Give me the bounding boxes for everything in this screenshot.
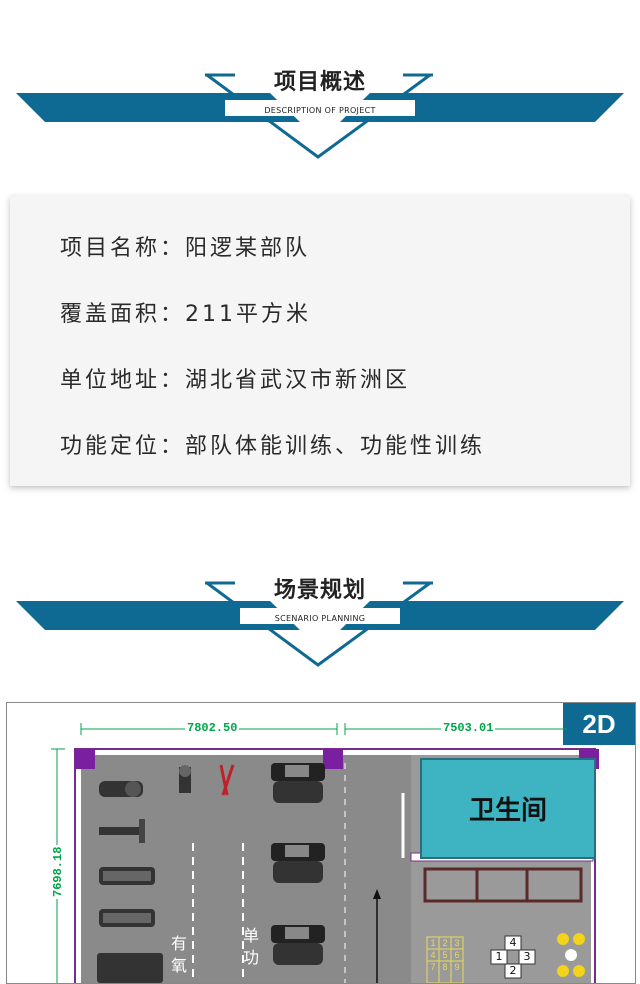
grid-number: 3 — [454, 938, 460, 948]
banner-left-bar — [16, 601, 300, 630]
rowing-machine-icon — [99, 781, 143, 797]
strength-machine-icon — [271, 925, 325, 965]
row-value: 阳逻某部队 — [185, 236, 311, 261]
planning-subtitle: SCENARIO PLANNING — [274, 614, 366, 623]
banner-graphic — [16, 73, 624, 159]
overview-banner: 项目概述 DESCRIPTION OF PROJECT — [0, 62, 640, 172]
jump-number: 2 — [509, 964, 517, 977]
bike-icon — [179, 765, 191, 793]
grid-number: 1 — [430, 938, 436, 948]
dimension-label-height: 7698.18 — [51, 844, 65, 899]
jump-number: 1 — [495, 950, 503, 963]
dimension-label-left: 7802.50 — [185, 721, 240, 735]
overview-subtitle: DESCRIPTION OF PROJECT — [264, 106, 376, 115]
view-2d-badge[interactable]: 2D — [563, 703, 635, 745]
grid-number: 8 — [442, 962, 448, 972]
row-value: 湖北省武汉市新洲区 — [185, 368, 411, 393]
dimension-label-right: 7503.01 — [441, 721, 496, 735]
overview-title: 项目概述 — [273, 70, 366, 95]
strength-machine-icon — [271, 763, 325, 803]
project-area-row: 覆盖面积：211平方米 — [60, 296, 311, 328]
grid-number: 6 — [454, 950, 460, 960]
single-function-zone-label: 单功 — [243, 926, 260, 967]
grid-number: 4 — [430, 950, 436, 960]
banner-graphic — [16, 581, 624, 667]
jump-grid — [490, 935, 536, 979]
floor-plan-2d: 2D — [6, 702, 636, 984]
banner-right-bar — [340, 601, 624, 630]
grid-number: 9 — [454, 962, 460, 972]
column — [323, 749, 343, 769]
restroom-room: 卫生间 — [420, 758, 596, 859]
planning-title: 场景规划 — [273, 578, 366, 603]
row-label: 覆盖面积： — [60, 302, 186, 327]
project-name-row: 项目名称：阳逻某部队 — [60, 230, 310, 262]
power-rack-icon — [423, 867, 583, 903]
treadmill-icon — [97, 953, 163, 983]
hopscotch-grid — [426, 936, 464, 983]
floor-plan-drawing — [51, 723, 599, 983]
elliptical-icon — [99, 819, 145, 843]
treadmill-icon — [99, 867, 155, 885]
grid-number: 2 — [442, 938, 448, 948]
row-label: 功能定位： — [60, 434, 186, 459]
grid-number: 5 — [442, 950, 448, 960]
row-label: 项目名称： — [60, 236, 186, 261]
strength-machine-icon — [271, 843, 325, 883]
project-address-row: 单位地址：湖北省武汉市新洲区 — [60, 362, 410, 394]
column — [75, 749, 95, 769]
row-value: 部队体能训练、功能性训练 — [185, 434, 486, 459]
planning-banner: 场景规划 SCENARIO PLANNING — [0, 570, 640, 680]
jump-number: 3 — [523, 950, 531, 963]
treadmill-icon — [99, 909, 155, 927]
project-info-card: 项目名称：阳逻某部队 覆盖面积：211平方米 单位地址：湖北省武汉市新洲区 功能… — [10, 196, 630, 486]
project-function-row: 功能定位：部队体能训练、功能性训练 — [60, 428, 485, 460]
grid-number: 7 — [430, 962, 436, 972]
jump-number: 4 — [509, 936, 517, 949]
cardio-zone-label: 有氧 — [171, 934, 188, 975]
row-value: 211平方米 — [185, 302, 312, 327]
row-label: 单位地址： — [60, 368, 186, 393]
punching-bag-icon — [219, 764, 235, 796]
